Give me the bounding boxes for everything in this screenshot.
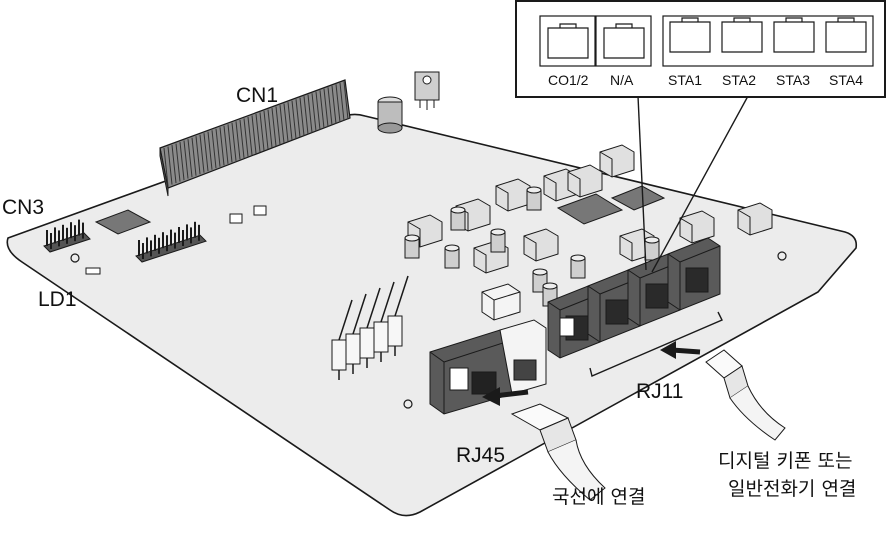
cn1-connector [159,79,351,197]
co-connect-caption: 국선에 연결 [552,486,646,508]
transformer [737,202,773,236]
transformer-edge [523,235,537,261]
regulator-component [414,71,440,110]
transformer-edge [567,171,581,197]
capacitor-top [450,206,466,214]
cn3-label: CN3 [2,196,45,219]
port-jack-icon [721,21,763,53]
resistor-lead [380,281,395,323]
ld1-label: LD1 [38,288,77,311]
ic-chip [556,193,624,225]
port-jack-tab [733,17,751,22]
callout-line [651,95,749,273]
transformer [523,228,559,262]
capacitor-top [490,228,506,236]
cn1-label: CN1 [236,84,279,107]
port-label-co: CO1/2 [548,72,589,88]
resistor [373,321,389,353]
port-panel [515,0,886,98]
rj11-socket [685,267,709,293]
capacitor-top [526,186,542,194]
transformer-edge [737,209,751,235]
port-jack-tab [615,23,633,28]
pin-header [135,221,207,263]
ic-chip [94,209,152,235]
mount-hole [70,253,80,263]
transformer-edge [495,185,509,211]
capacitor-top [542,282,558,290]
port-jack-icon [547,27,589,59]
transformer-edge [543,175,557,201]
port-label-na: N/A [610,72,634,88]
cn3-header [43,219,91,253]
transformer-edge [473,247,487,273]
port-jack-icon [669,21,711,53]
small-cube [481,283,521,321]
resistor [331,339,347,371]
resistor-array [331,275,409,380]
small-component [85,205,267,275]
transformer-edge [599,151,613,177]
capacitor [377,96,403,134]
arrow-rj11 [660,341,701,359]
rj11-plug-cable [705,349,786,441]
capacitor-top [644,236,660,244]
transformer-edge [407,221,421,247]
arrow-rj45 [482,387,529,406]
rj11-socket [605,299,629,325]
port-jack-tab [681,17,699,22]
capacitor-top [570,254,586,262]
rj11-bracket [589,311,723,377]
transformer [599,144,635,178]
station-connect-caption-line1: 디지털 키폰 또는 [718,450,853,472]
rj11-jack-edge [679,245,721,263]
resistor [359,327,375,359]
component-cluster [404,144,773,307]
capacitor-top [404,234,420,242]
rj11-latch-window [559,317,575,337]
station-connect-caption-line2: 일반전화기 연결 [728,478,857,500]
rj45-plug-cable [510,403,606,501]
port-jack-tab [837,17,855,22]
co-jack [499,319,547,395]
capacitor-top [532,268,548,276]
resistor-lead [394,275,409,317]
port-label-sta4: STA4 [829,72,863,88]
port-jack-tab [559,23,577,28]
transformer [679,210,715,244]
callout-line [637,95,647,271]
port-label-sta3: STA3 [776,72,810,88]
rj11-label: RJ11 [636,380,684,403]
resistor [387,315,403,347]
port-jack-icon [603,27,645,59]
port-jack-icon [773,21,815,53]
port-label-sta2: STA2 [722,72,756,88]
port-jack-tab [785,17,803,22]
rj45-label: RJ45 [456,444,506,467]
resistor-lead [352,293,367,335]
rj11-socket [645,283,669,309]
port-jack-icon [825,21,867,53]
capacitor-top [444,244,460,252]
resistor-lead [366,287,381,329]
rj11-jack-block [547,237,721,359]
transformer-edge [619,235,633,261]
transformer-edge [679,217,693,243]
mount-hole [777,251,787,261]
resistor [345,333,361,365]
transformer [567,164,603,198]
mount-hole [403,399,413,409]
port-label-sta1: STA1 [668,72,702,88]
resistor-lead [338,299,353,341]
ic-chip [610,185,666,211]
